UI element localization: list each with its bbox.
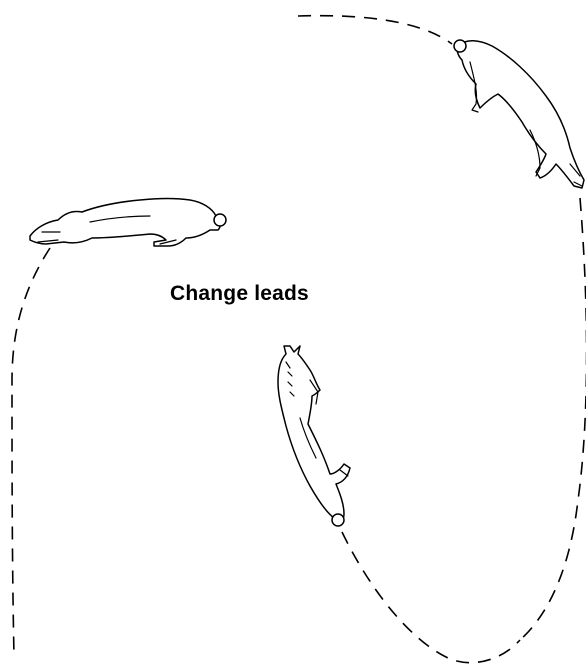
change-leads-label: Change leads [170,282,309,306]
bottom-dashed-arc [342,532,520,663]
right-dashed-line [520,198,586,640]
horse-center [278,346,350,526]
left-dashed-line [12,248,50,656]
horse-left [30,199,226,247]
top-dashed-arc [298,16,452,44]
horse-top-right [454,40,584,188]
